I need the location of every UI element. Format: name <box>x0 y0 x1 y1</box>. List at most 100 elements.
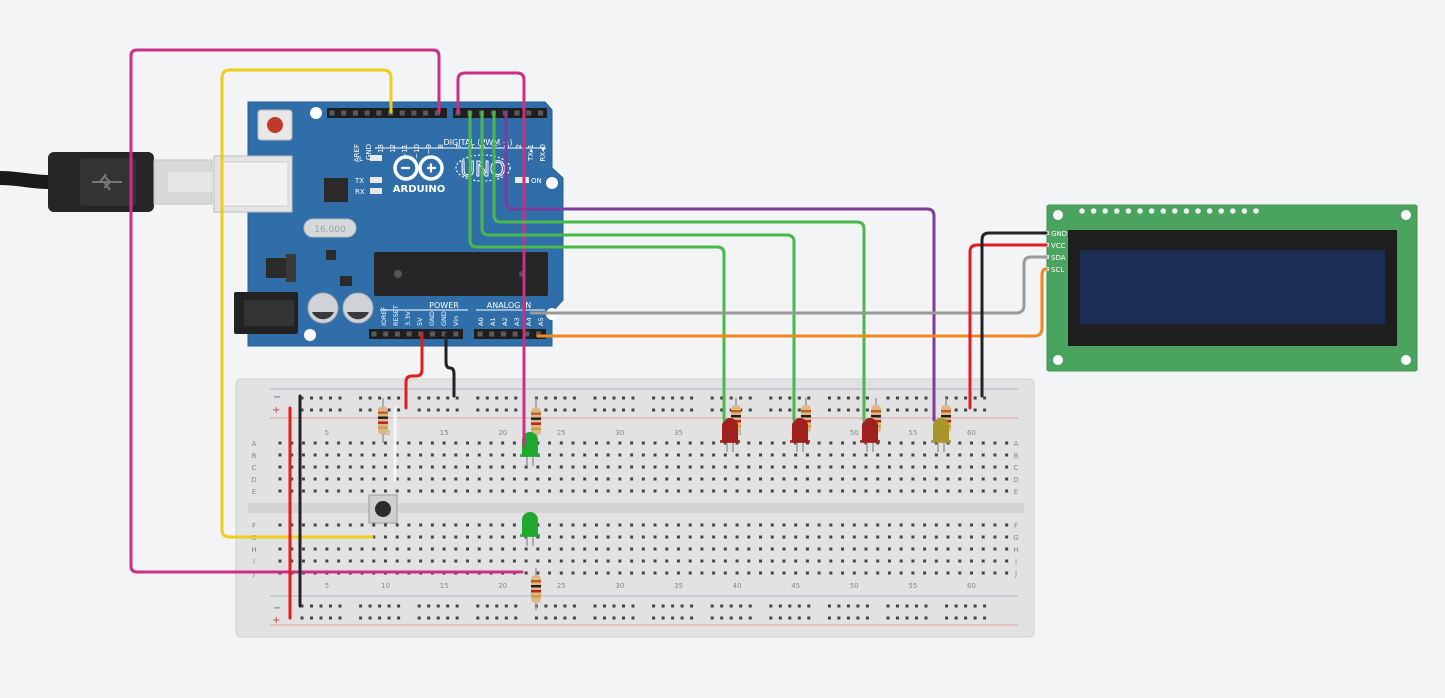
hole[interactable] <box>981 547 985 551</box>
hole[interactable] <box>594 523 598 527</box>
rail-hole[interactable] <box>476 616 480 620</box>
header-pin[interactable] <box>394 331 400 337</box>
hole[interactable] <box>454 559 458 563</box>
hole[interactable] <box>911 571 915 575</box>
hole[interactable] <box>395 547 399 551</box>
hole[interactable] <box>852 523 856 527</box>
rail-hole[interactable] <box>319 408 323 412</box>
hole[interactable] <box>559 441 563 445</box>
hole[interactable] <box>594 489 598 493</box>
hole[interactable] <box>911 441 915 445</box>
hole[interactable] <box>583 489 587 493</box>
rail-hole[interactable] <box>856 396 860 400</box>
rail-hole[interactable] <box>769 408 773 412</box>
hole[interactable] <box>958 477 962 481</box>
hole[interactable] <box>688 523 692 527</box>
rail-hole[interactable] <box>652 604 656 608</box>
hole[interactable] <box>876 559 880 563</box>
hole[interactable] <box>735 547 739 551</box>
rail-hole[interactable] <box>846 408 850 412</box>
hole[interactable] <box>993 465 997 469</box>
rail-hole[interactable] <box>338 396 342 400</box>
hole[interactable] <box>969 523 973 527</box>
rail-hole[interactable] <box>680 604 684 608</box>
rail-hole[interactable] <box>534 616 538 620</box>
hole[interactable] <box>676 477 680 481</box>
hole[interactable] <box>1005 477 1009 481</box>
hole[interactable] <box>759 535 763 539</box>
hole[interactable] <box>712 523 716 527</box>
hole[interactable] <box>700 547 704 551</box>
hole[interactable] <box>407 547 411 551</box>
hole[interactable] <box>641 465 645 469</box>
hole[interactable] <box>747 477 751 481</box>
hole[interactable] <box>993 547 997 551</box>
hole[interactable] <box>1005 523 1009 527</box>
hole[interactable] <box>923 523 927 527</box>
hole[interactable] <box>864 559 868 563</box>
hole[interactable] <box>817 453 821 457</box>
hole[interactable] <box>419 489 423 493</box>
hole[interactable] <box>630 547 634 551</box>
hole[interactable] <box>665 453 669 457</box>
hole[interactable] <box>466 477 470 481</box>
hole[interactable] <box>723 477 727 481</box>
hole[interactable] <box>747 453 751 457</box>
hole[interactable] <box>348 559 352 563</box>
rail-hole[interactable] <box>954 396 958 400</box>
hole[interactable] <box>501 523 505 527</box>
hole[interactable] <box>723 535 727 539</box>
header-pin[interactable] <box>371 331 377 337</box>
hole[interactable] <box>899 477 903 481</box>
usb-cable[interactable] <box>0 152 213 212</box>
rail-hole[interactable] <box>387 408 391 412</box>
header-pin[interactable] <box>406 331 412 337</box>
rail-hole[interactable] <box>603 396 606 400</box>
hole[interactable] <box>372 477 376 481</box>
hole[interactable] <box>641 523 645 527</box>
rail-hole[interactable] <box>748 604 752 608</box>
hole[interactable] <box>313 547 317 551</box>
hole[interactable] <box>301 489 305 493</box>
hole[interactable] <box>981 465 985 469</box>
hole[interactable] <box>559 477 563 481</box>
hole[interactable] <box>548 523 552 527</box>
hole[interactable] <box>794 535 798 539</box>
hole[interactable] <box>993 441 997 445</box>
hole[interactable] <box>477 535 481 539</box>
rail-hole[interactable] <box>924 396 928 400</box>
hole[interactable] <box>747 523 751 527</box>
hole[interactable] <box>887 453 891 457</box>
hole[interactable] <box>841 453 845 457</box>
hole[interactable] <box>301 441 305 445</box>
rail-hole[interactable] <box>603 408 606 412</box>
rail-hole[interactable] <box>973 408 977 412</box>
rail-hole[interactable] <box>397 396 401 400</box>
rail-hole[interactable] <box>983 396 987 400</box>
hole[interactable] <box>301 559 305 563</box>
hole[interactable] <box>770 535 774 539</box>
hole[interactable] <box>981 523 985 527</box>
rail-hole[interactable] <box>338 616 342 620</box>
hole[interactable] <box>981 559 985 563</box>
rail-hole[interactable] <box>310 396 313 400</box>
hole[interactable] <box>606 465 610 469</box>
hole[interactable] <box>899 523 903 527</box>
hole[interactable] <box>583 547 587 551</box>
hole[interactable] <box>676 465 680 469</box>
rail-hole[interactable] <box>368 616 372 620</box>
hole[interactable] <box>841 523 845 527</box>
hole[interactable] <box>454 489 458 493</box>
hole[interactable] <box>794 547 798 551</box>
hole[interactable] <box>829 441 833 445</box>
hole[interactable] <box>747 489 751 493</box>
hole[interactable] <box>618 571 622 575</box>
rail-hole[interactable] <box>544 616 548 620</box>
rail-hole[interactable] <box>387 396 391 400</box>
rail-hole[interactable] <box>964 616 968 620</box>
rail-hole[interactable] <box>788 616 792 620</box>
hole[interactable] <box>946 489 950 493</box>
rail-hole[interactable] <box>905 408 909 412</box>
hole[interactable] <box>618 547 622 551</box>
rail-hole[interactable] <box>427 396 431 400</box>
